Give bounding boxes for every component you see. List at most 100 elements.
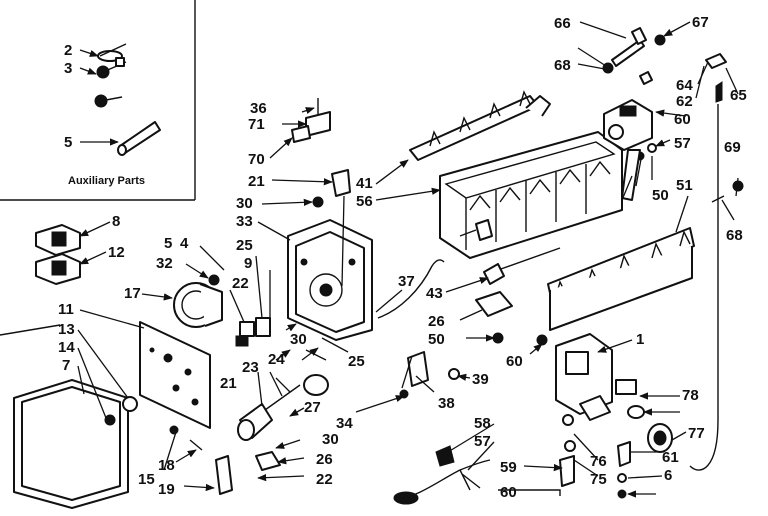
shield-38 [407,351,429,387]
callout: 51 [676,177,693,194]
callout: 41 [356,175,373,192]
callout: 3 [64,60,72,77]
stripper [547,227,695,331]
leader-lines [77,21,739,498]
callout: 34 [336,415,353,432]
motor-screw [208,274,220,286]
callout: 56 [356,193,373,210]
thermostat-clip [303,374,329,396]
callout: 1 [636,331,644,348]
callout: 5 [164,235,172,252]
callout: 71 [248,116,265,133]
callout: 5 [64,134,72,151]
retainer-parts [291,98,331,143]
fill-tube [689,104,719,471]
callout: 68 [726,227,743,244]
callout: 4 [180,235,189,252]
callout: 69 [724,139,741,156]
callout: 2 [64,42,72,59]
callout: 39 [472,371,489,388]
ice-mold [439,131,623,259]
callout: 37 [398,273,415,290]
callout: 60 [506,353,523,370]
water-valve-bracket [602,27,653,85]
aux-sleeve [117,121,161,156]
callout: 61 [662,449,679,466]
screw-29 [312,196,324,208]
callout: 15 [138,471,155,488]
wire-connectors [35,224,81,285]
aux-screw [94,94,123,108]
callout: 57 [474,433,491,450]
control-housing [287,219,373,341]
callout: 62 [676,93,693,110]
callout: 7 [62,357,70,374]
callout: 9 [244,255,252,272]
callout: 33 [236,213,253,230]
callout: 18 [158,457,175,474]
callout: 66 [554,15,571,32]
auxiliary-parts-title: Auxiliary Parts [68,175,145,187]
callout: 58 [474,415,491,432]
ejector [409,90,551,161]
callout: 50 [652,187,669,204]
callout: 60 [674,111,691,128]
callout: 57 [674,135,691,152]
callout: 22 [232,275,249,292]
callout: 19 [158,481,175,498]
callout: 36 [250,100,267,117]
callout: 38 [438,395,455,412]
small-screw [104,414,116,426]
callout: 67 [692,14,709,31]
callout: 59 [500,459,517,476]
switch-parts [235,317,271,347]
bracket-23 [331,169,351,197]
callout: 24 [268,351,285,368]
lever [215,455,233,495]
callout: 75 [590,471,607,488]
mounting-plate [139,321,211,429]
callout: 68 [554,57,571,74]
callout: 26 [428,313,445,330]
callout: 25 [348,353,365,370]
callout: 60 [500,484,517,501]
callout: 11 [58,301,74,318]
water-valve [555,333,637,421]
callout: 26 [316,451,333,468]
motor [173,282,223,328]
callout: 12 [108,244,125,261]
fill-cup-bracket [603,99,653,151]
mold-switch [255,451,281,471]
shutoff-arm [621,149,641,201]
callout: 32 [156,255,173,272]
thermostat [237,384,301,441]
small-gear [122,396,138,412]
callout-labels: 2 3 5 8 12 11 13 14 7 5 4 32 17 22 25 9 … [58,14,747,501]
callout: 78 [682,387,699,404]
mold-heater [459,219,561,285]
callout: 17 [124,285,141,302]
aux-screw-nut [96,43,127,79]
callout: 70 [248,151,265,168]
auxiliary-parts-box: Auxiliary Parts [0,0,196,201]
callout: 50 [428,331,445,348]
callout: 77 [688,425,705,442]
front-cover [13,379,129,509]
callout: 23 [242,359,259,376]
callout: 21 [248,173,265,190]
callout: 65 [730,87,747,104]
wire-harness [393,445,491,505]
callout: 14 [58,339,75,356]
callout: 25 [236,237,253,254]
callout: 8 [112,213,120,230]
callout: 30 [236,195,253,212]
callout: 21 [220,375,237,392]
callout: 27 [304,399,321,416]
bracket-28 [475,291,513,317]
callout: 76 [590,453,607,470]
callout: 64 [676,77,693,94]
callout: 30 [322,431,339,448]
valve-fittings [559,405,673,499]
